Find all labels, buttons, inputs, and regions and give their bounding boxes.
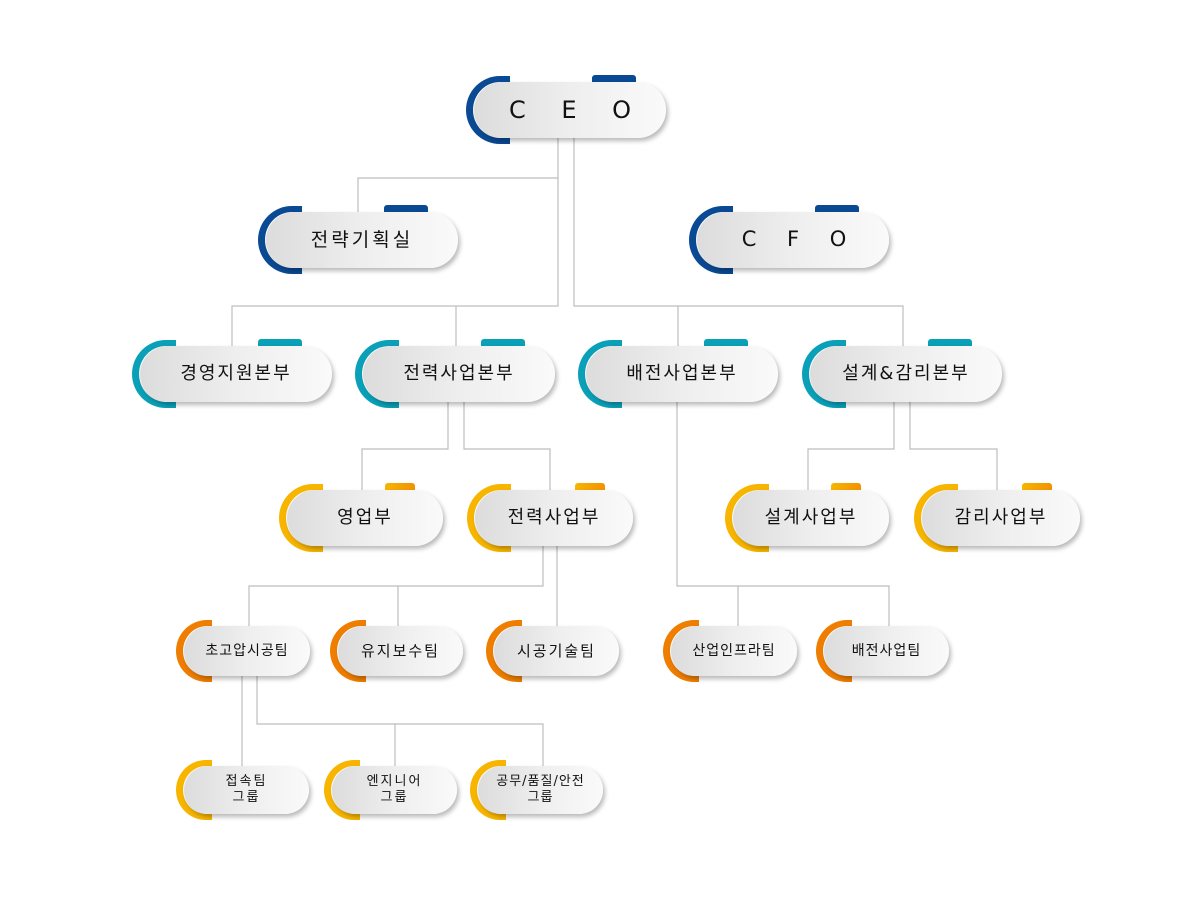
connector — [463, 402, 551, 490]
connector — [231, 178, 559, 346]
tab-marker — [575, 483, 605, 494]
connector — [573, 138, 904, 346]
tab-marker — [831, 483, 861, 494]
node-mgmt-support[interactable]: 경영지원본부 — [132, 339, 332, 408]
node-construction-tech-team[interactable]: 시공기술팀 — [486, 620, 619, 682]
connector — [361, 402, 449, 490]
node-uhv-team[interactable]: 초고압시공팀 — [176, 620, 310, 682]
node-sales[interactable]: 영업부 — [279, 483, 443, 552]
node-splice-group[interactable]: 접속팀 그룹 — [176, 760, 309, 820]
node-admin-group[interactable]: 공무/품질/안전 그룹 — [470, 760, 603, 820]
tab-marker — [1022, 483, 1052, 494]
tab-marker — [481, 339, 525, 350]
connector — [676, 402, 890, 626]
node-power-hq[interactable]: 전력사업본부 — [355, 339, 555, 408]
tab-marker — [385, 483, 415, 494]
node-ceo[interactable]: C E O — [466, 75, 666, 144]
tab-marker — [592, 75, 636, 86]
connector — [909, 402, 998, 490]
connector — [357, 138, 559, 212]
node-distribution-team[interactable]: 배전사업팀 — [816, 620, 949, 682]
connector — [256, 676, 544, 766]
node-design-div[interactable]: 설계사업부 — [725, 483, 889, 552]
tab-marker — [704, 339, 748, 350]
node-power-div[interactable]: 전력사업부 — [467, 483, 633, 552]
tab-marker — [384, 205, 428, 216]
node-supervision-div[interactable]: 감리사업부 — [914, 483, 1080, 552]
connector — [248, 546, 544, 626]
node-distribution-hq[interactable]: 배전사업본부 — [578, 339, 778, 408]
connector — [807, 402, 895, 490]
tab-marker — [815, 205, 859, 216]
node-strategy[interactable]: 전략기획실 — [258, 205, 458, 274]
node-engineer-group[interactable]: 엔지니어 그룹 — [324, 760, 457, 820]
tab-marker — [928, 339, 972, 350]
tab-marker — [258, 339, 302, 350]
node-cfo[interactable]: C F O — [689, 205, 889, 274]
node-design-hq[interactable]: 설계&감리본부 — [802, 339, 1002, 408]
node-industrial-infra-team[interactable]: 산업인프라팀 — [663, 620, 797, 682]
node-maintenance-team[interactable]: 유지보수팀 — [330, 620, 463, 682]
